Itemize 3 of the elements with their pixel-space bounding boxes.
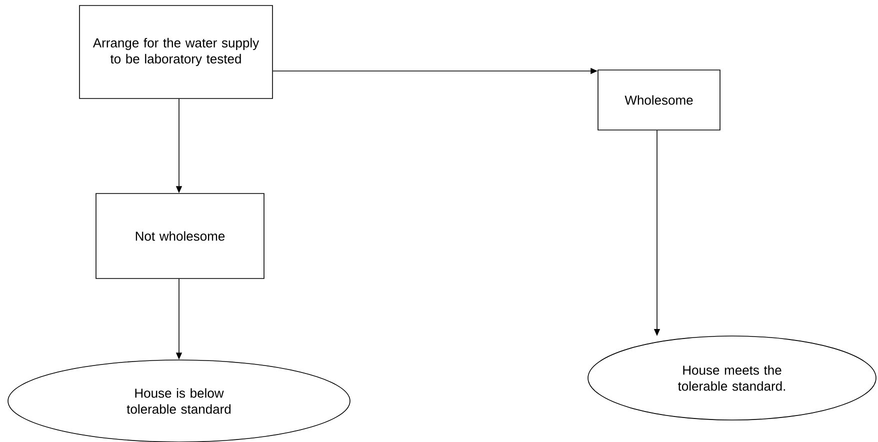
process-box: Wholesome <box>598 70 720 130</box>
process-box: Arrange for the water supply to be laboratory tested <box>79 5 273 99</box>
process-box: Not wholesome <box>96 193 264 279</box>
